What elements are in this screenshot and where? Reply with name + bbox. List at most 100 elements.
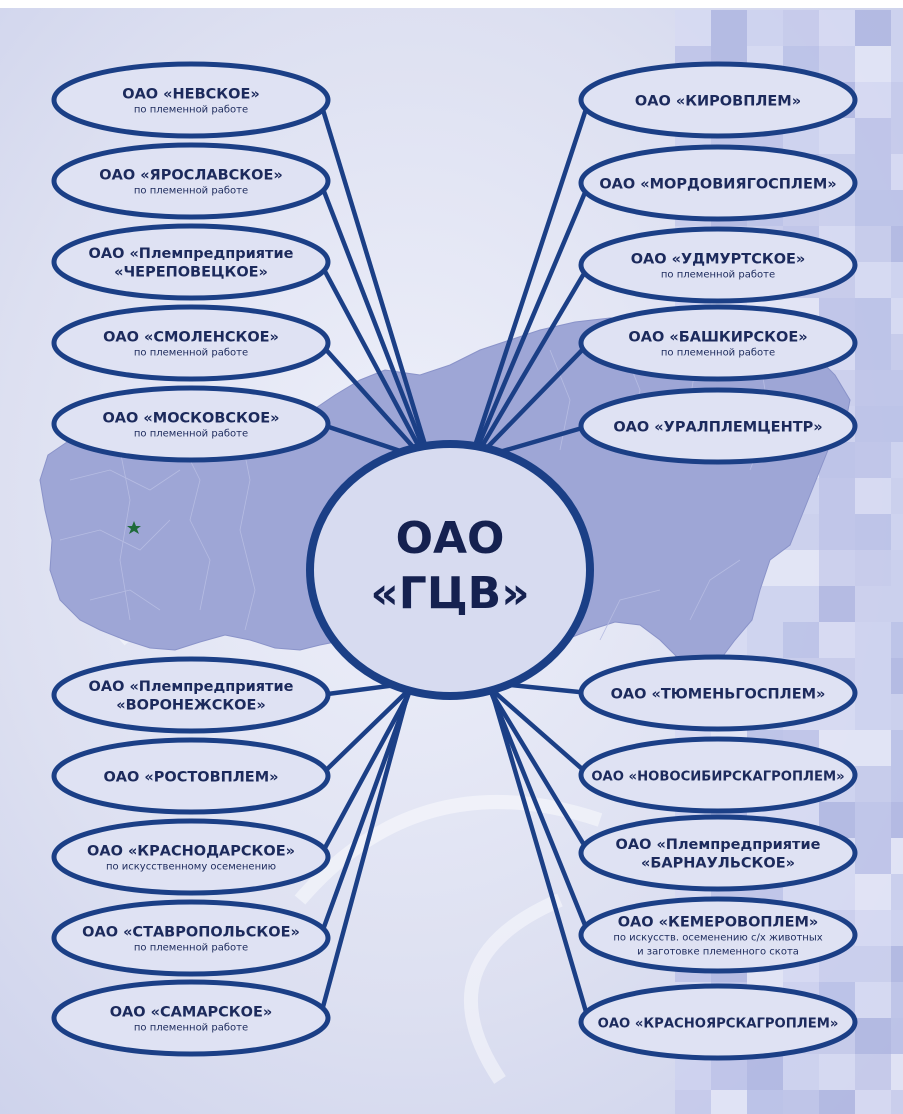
pixel-tile <box>855 550 891 586</box>
connector-line <box>318 341 425 460</box>
pixel-tile <box>891 514 903 550</box>
left-node-7: ОАО «РОСТОВПЛЕМ» <box>51 737 331 815</box>
right-node-3: ОАО «УДМУРТСКОЕ»по племенной работе <box>578 226 858 304</box>
right-node-1: ОАО «КИРОВПЛЕМ» <box>578 61 858 139</box>
node-subtitle: по племенной работе <box>134 428 248 439</box>
pixel-tile <box>891 1054 903 1090</box>
node-ellipse <box>578 814 858 892</box>
node-subtitle: по племенной работе <box>661 269 775 280</box>
node-title: ОАО «Племпредприятие <box>89 246 294 262</box>
pixel-tile <box>891 262 903 298</box>
pixel-tile <box>855 910 891 946</box>
connector-line <box>317 99 432 459</box>
region-border <box>179 439 211 611</box>
left-node-5: ОАО «МОСКОВСКОЕ» по племенной работе <box>51 385 331 463</box>
connector-line <box>473 263 591 460</box>
center-node: ОАО «ГЦВ» <box>306 440 594 700</box>
connector-line <box>470 182 592 459</box>
node-ellipse <box>51 223 331 301</box>
left-node-9: ОАО «СТАВРОПОЛЬСКОЕ»по племенной работе <box>51 899 331 977</box>
pixel-tile <box>855 190 891 226</box>
right-node-8: ОАО «Племпредприятие«БАРНАУЛЬСКОЕ» <box>578 814 858 892</box>
center-line2: «ГЦВ» <box>370 568 529 619</box>
pixel-tile <box>855 298 891 334</box>
pixel-tile <box>891 226 903 262</box>
pixel-tile <box>819 478 855 514</box>
node-title: ОАО «НЕВСКОЕ» <box>122 86 259 102</box>
node-title: ОАО «МОСКОВСКОЕ» <box>102 410 279 426</box>
pixel-tile <box>819 586 855 622</box>
right-node-5: ОАО «УРАЛПЛЕМЦЕНТР» <box>578 387 858 465</box>
pixel-tile <box>855 622 891 658</box>
node-title: ОАО «РОСТОВПЛЕМ» <box>103 769 278 785</box>
region-border <box>59 519 171 551</box>
pixel-tile <box>891 838 903 874</box>
pixel-tile <box>891 298 903 334</box>
pixel-tile <box>747 622 783 658</box>
node-ellipse <box>51 979 331 1057</box>
pixel-tile <box>891 190 903 226</box>
connector-line <box>468 99 592 459</box>
left-node-10: ОАО «САМАРСКОЕ»по племенной работе <box>51 979 331 1057</box>
region-border <box>239 429 256 631</box>
pixel-tile <box>855 946 891 982</box>
region-border <box>689 559 741 621</box>
node-ellipse <box>578 144 858 222</box>
pixel-tile <box>855 874 891 910</box>
pixel-tile <box>855 1090 891 1114</box>
pixel-tile <box>891 1090 903 1114</box>
pixel-tile <box>855 226 891 262</box>
node-subtitle: по искусственному осеменению <box>106 861 276 872</box>
pixel-tile <box>855 694 891 730</box>
node-title: ОАО «БАШКИРСКОЕ» <box>628 329 807 345</box>
pixel-tile <box>891 982 903 1018</box>
pixel-tile <box>747 1054 783 1090</box>
connector-line <box>318 260 427 460</box>
connector-lines <box>317 99 592 1023</box>
pixel-tile <box>855 334 891 370</box>
region-border <box>69 469 181 491</box>
pixel-tile <box>783 10 819 46</box>
node-ellipse <box>578 736 858 814</box>
node-subtitle: по искусств. осеменению с/х животных <box>613 932 822 943</box>
node-title: ОАО «КЕМЕРОВОПЛЕМ» <box>618 914 819 930</box>
connector-line <box>483 680 591 855</box>
pixel-tile <box>891 406 903 442</box>
pixel-tile <box>891 730 903 766</box>
node-title: ОАО «КРАСНОДАРСКОЕ» <box>87 843 295 859</box>
pixel-tile <box>891 874 903 910</box>
right-node-7: ОАО «НОВОСИБИРСКАГРОПЛЕМ» <box>578 736 858 814</box>
node-subtitle: «ВОРОНЕЖСКОЕ» <box>116 698 266 714</box>
region-border <box>119 449 131 621</box>
node-title: ОАО «СТАВРОПОЛЬСКОЕ» <box>82 924 300 940</box>
node-title: ОАО «НОВОСИБИРСКАГРОПЛЕМ» <box>591 769 844 784</box>
left-node-1: ОАО «НЕВСКОЕ»по племенной работе <box>51 61 331 139</box>
left-node-3: ОАО «Племпредприятие«ЧЕРЕПОВЕЦКОЕ» <box>51 223 331 301</box>
top-border <box>0 0 903 8</box>
connector-line <box>318 680 419 778</box>
pixel-tile <box>783 550 819 586</box>
node-ellipse <box>578 654 858 732</box>
pixel-tile <box>891 946 903 982</box>
pixel-tile <box>819 622 855 658</box>
node-ellipse <box>578 387 858 465</box>
pixel-tile <box>891 442 903 478</box>
region-border <box>89 589 161 611</box>
pixel-tile <box>891 658 903 694</box>
node-ellipse <box>51 818 331 896</box>
node-subtitle: «БАРНАУЛЬСКОЕ» <box>641 856 795 872</box>
pixel-tile <box>855 82 891 118</box>
pixel-tile <box>855 1054 891 1090</box>
pixel-tile <box>747 1090 783 1114</box>
pixel-tile <box>783 1054 819 1090</box>
connector-line <box>484 681 592 936</box>
node-title: ОАО «МОРДОВИЯГОСПЛЕМ» <box>599 176 836 192</box>
pixel-tile <box>855 586 891 622</box>
node-ellipse <box>578 896 858 974</box>
node-ellipse <box>51 61 331 139</box>
pixel-tile <box>891 802 903 838</box>
pixel-tile <box>819 1090 855 1114</box>
pixel-tile <box>783 1090 819 1114</box>
pixel-tile <box>891 1018 903 1054</box>
node-title: ОАО «ТЮМЕНЬГОСПЛЕМ» <box>611 686 826 702</box>
